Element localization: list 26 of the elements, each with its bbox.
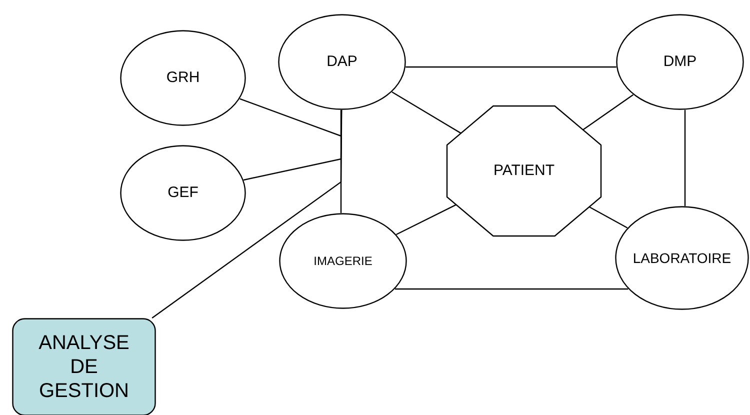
connector-line <box>392 91 462 134</box>
connector-line <box>395 288 628 290</box>
node-label: DMP <box>663 53 697 71</box>
octagon-node <box>447 106 601 236</box>
node-label: GEF <box>168 184 198 202</box>
ellipse-node <box>616 14 744 110</box>
connector-line <box>396 204 456 236</box>
connector-line <box>340 110 342 213</box>
connector-line <box>684 110 686 206</box>
ellipse-node <box>615 206 749 310</box>
node-label: GRH <box>166 69 200 87</box>
node-label: IMAGERIE <box>314 254 372 268</box>
ellipse-node <box>279 213 407 309</box>
connector-line <box>582 94 634 130</box>
ellipse-node <box>278 14 406 110</box>
rounded-box-node <box>12 318 156 415</box>
node-label: DAP <box>326 53 358 71</box>
node-label: PATIENT <box>493 162 555 180</box>
ellipse-node <box>120 145 246 241</box>
connector-line <box>152 110 342 318</box>
connector-line <box>588 206 628 228</box>
node-label: ANALYSE DE GESTION <box>38 331 130 403</box>
node-label: LABORATOIRE <box>632 250 732 266</box>
connector-line <box>240 98 342 137</box>
connector-line <box>406 66 616 68</box>
ellipse-node <box>120 30 246 126</box>
